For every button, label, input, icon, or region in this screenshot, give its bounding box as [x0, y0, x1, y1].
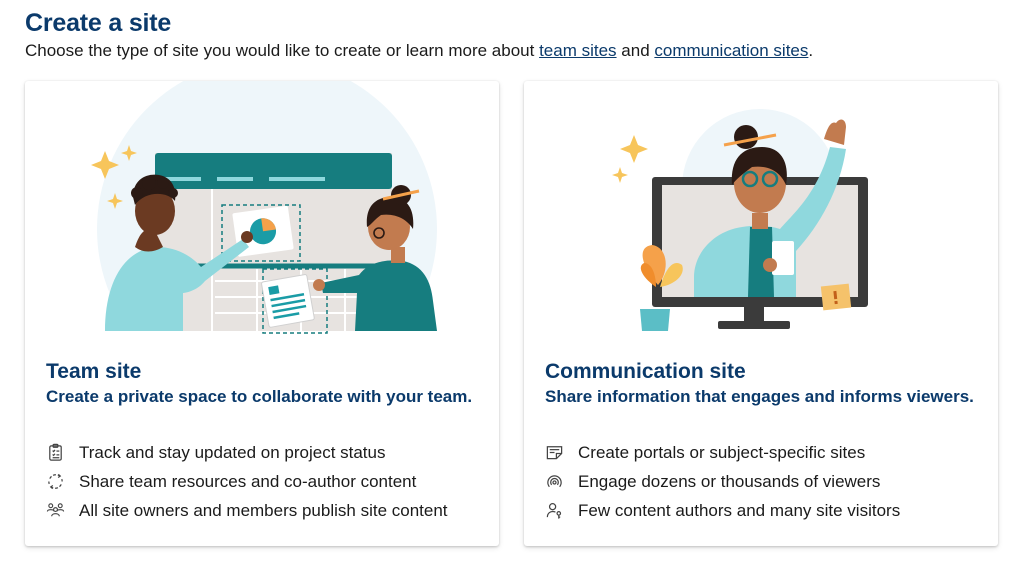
team-site-card[interactable]: Team site Create a private space to coll… — [25, 81, 499, 546]
person-key-icon — [546, 503, 562, 519]
page-title: Create a site — [25, 9, 172, 37]
feature-text: All site owners and members publish site… — [79, 500, 448, 520]
communication-sites-link[interactable]: communication sites — [654, 41, 809, 60]
feature-item: All site owners and members publish site… — [46, 496, 448, 525]
feature-item: Engage dozens or thousands of viewers — [545, 467, 900, 496]
feature-text: Track and stay updated on project status — [79, 442, 386, 462]
news-portal-icon — [546, 446, 563, 460]
subtitle-text-prefix: Choose the type of site you would like t… — [25, 41, 540, 60]
subtitle-text-suffix: . — [808, 41, 814, 60]
feature-item: Track and stay updated on project status — [46, 438, 448, 467]
communication-site-description: Share information that engages and infor… — [545, 387, 974, 406]
communication-site-illustration — [612, 109, 868, 331]
people-team-icon — [46, 503, 65, 517]
broadcast-icon — [547, 475, 562, 488]
clipboard-task-icon — [49, 443, 62, 461]
feature-text: Engage dozens or thousands of viewers — [578, 471, 881, 491]
team-site-illustration — [25, 81, 499, 341]
team-site-features: Track and stay updated on project status… — [46, 438, 448, 525]
team-sites-link[interactable]: team sites — [539, 41, 617, 60]
feature-item: Create portals or subject-specific sites — [545, 438, 900, 467]
feature-text: Create portals or subject-specific sites — [578, 442, 866, 462]
feature-item: Share team resources and co-author conte… — [46, 467, 448, 496]
communication-site-card[interactable]: Communication site Share information tha… — [524, 81, 998, 546]
communication-site-title: Communication site — [545, 360, 746, 383]
feature-text: Few content authors and many site visito… — [578, 500, 901, 520]
subtitle-text-and: and — [616, 41, 655, 60]
sync-circle-icon — [48, 473, 63, 490]
feature-item: Few content authors and many site visito… — [545, 496, 900, 525]
communication-site-features: Create portals or subject-specific sites… — [545, 438, 900, 525]
team-site-description: Create a private space to collaborate wi… — [46, 387, 473, 406]
team-site-title: Team site — [46, 360, 142, 383]
page-subtitle: Choose the type of site you would like t… — [25, 41, 813, 61]
feature-text: Share team resources and co-author conte… — [79, 471, 417, 491]
